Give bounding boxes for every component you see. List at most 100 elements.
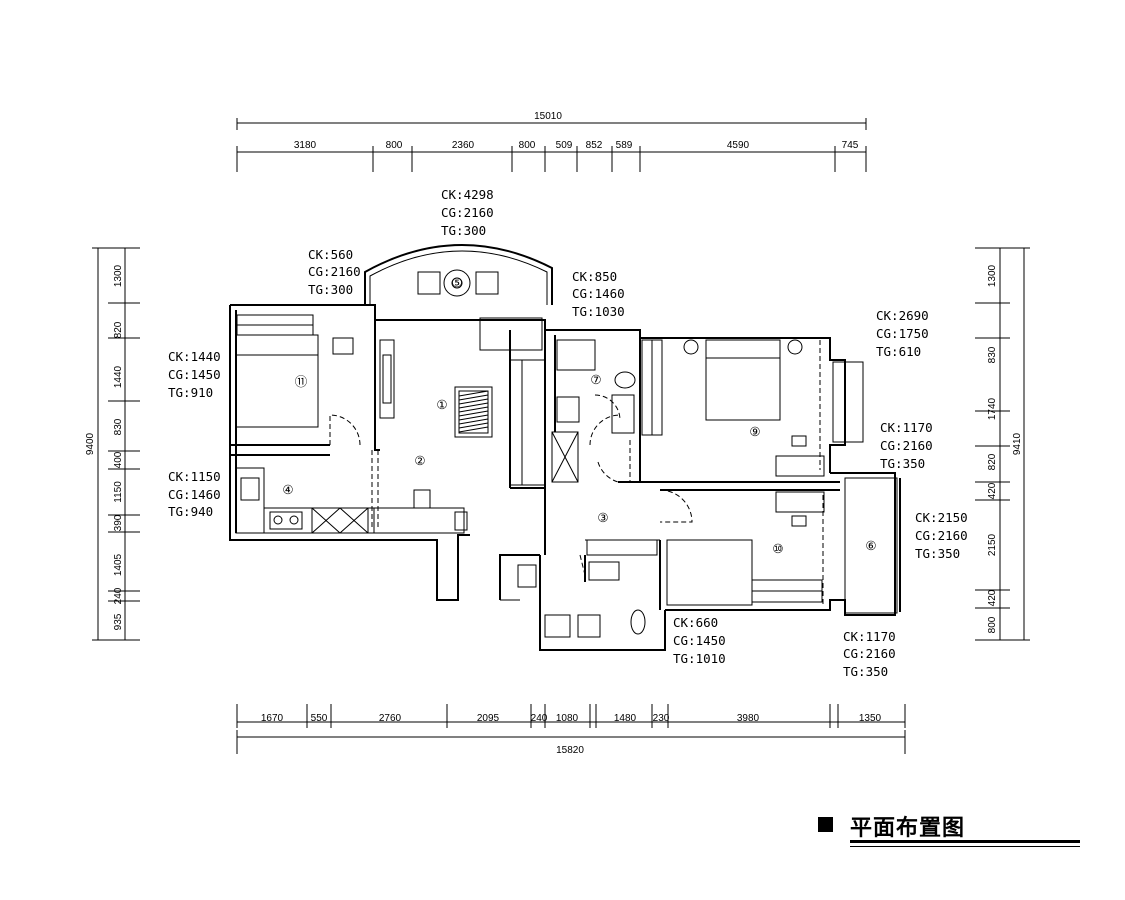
hatch-line [458, 426, 489, 433]
window-height: CG:2160 [308, 264, 361, 279]
left-dim: 390 [113, 514, 124, 531]
window-width: CK:1170 [843, 629, 896, 644]
top-dim: 800 [519, 140, 536, 151]
window-height: CG:1750 [876, 326, 929, 341]
bay-windows-right [832, 361, 898, 614]
window-sill: TG:1010 [673, 651, 726, 666]
bed-room-10 [666, 539, 823, 606]
bottom-dimension-lines [236, 704, 906, 754]
hatch-line [458, 422, 489, 429]
room-number: ⑪ [295, 374, 308, 389]
left-dim: 830 [113, 418, 124, 435]
desks-right [775, 435, 825, 527]
hatch-line [458, 414, 489, 421]
door-swings [329, 394, 693, 523]
bottom-dim: 3980 [737, 713, 760, 724]
coffee-table [454, 386, 493, 438]
top-dim: 2360 [452, 140, 475, 151]
room-number: ⑩ [772, 541, 783, 556]
window-annotation: CK:2150 CG:2160 TG:350 [915, 510, 968, 561]
hatch-line [458, 418, 489, 425]
window-width: CK:2690 [876, 308, 929, 323]
bathroom-top-fixtures [551, 339, 636, 483]
right-dim: 830 [987, 346, 998, 363]
right-total-dimension: 9410 [1012, 432, 1023, 455]
window-annotation: CK:2690 CG:1750 TG:610 [876, 308, 929, 359]
window-annotation: CK:4298 CG:2160 TG:300 [441, 187, 494, 238]
window-height: CG:2160 [843, 646, 896, 661]
title-square-icon [818, 817, 833, 832]
left-dim: 1150 [113, 481, 124, 503]
room-number: ① [436, 397, 447, 412]
hatch-line [458, 410, 489, 417]
top-dim: 800 [386, 140, 403, 151]
window-sill: TG:300 [441, 223, 486, 238]
room-number: ③ [597, 510, 608, 525]
window-sill: TG:610 [876, 344, 921, 359]
window-annotation: CK:560 CG:2160 TG:300 [308, 247, 361, 297]
window-width: CK:1150 [168, 469, 221, 484]
right-dim: 1740 [987, 397, 998, 420]
top-dim: 852 [586, 140, 603, 151]
bottom-dim: 1670 [261, 713, 284, 724]
bathroom-bottom-fixtures [517, 539, 658, 638]
top-dim: 4590 [727, 140, 750, 151]
window-height: CG:2160 [441, 205, 494, 220]
bed-master [683, 339, 803, 421]
window-height: CG:1460 [572, 286, 625, 301]
hatch-line [458, 394, 489, 401]
left-dim: 400 [113, 451, 124, 468]
right-dim: 420 [987, 482, 998, 499]
window-height: CG:1460 [168, 487, 221, 502]
right-dimension-lines [975, 247, 1030, 641]
title-underline-thin [850, 846, 1080, 847]
top-dim: 3180 [294, 140, 317, 151]
hatch-line [458, 402, 489, 409]
window-annotation: CK:1170 CG:2160 TG:350 [843, 629, 896, 679]
top-dim: 509 [556, 140, 573, 151]
right-dim: 820 [987, 453, 998, 470]
armchairs [417, 269, 499, 297]
window-width: CK:850 [572, 269, 617, 284]
bottom-dim: 1350 [859, 713, 882, 724]
window-sill: TG:350 [843, 664, 888, 679]
left-segment-dimensions: 1300 820 1440 830 400 1150 390 1405 240 … [113, 264, 124, 630]
top-dim: 745 [842, 140, 859, 151]
window-sill: TG:940 [168, 504, 213, 519]
bottom-dim: 1480 [614, 713, 637, 724]
window-sill: TG:350 [915, 546, 960, 561]
bottom-dim: 230 [653, 713, 670, 724]
window-sill: TG:350 [880, 456, 925, 471]
right-dim: 2150 [987, 533, 998, 556]
right-dim: 1300 [987, 264, 998, 287]
window-width: CK:1440 [168, 349, 221, 364]
window-annotation: CK:1440 CG:1450 TG:910 [168, 349, 221, 400]
bottom-dim: 550 [311, 713, 328, 724]
wardrobe-left-bedroom [236, 314, 314, 336]
hidden-lines [371, 319, 824, 605]
room-number: ② [414, 453, 425, 468]
exterior-walls [229, 243, 901, 651]
room-number: ⑨ [749, 424, 760, 439]
left-dim: 1405 [113, 553, 124, 576]
left-dim: 935 [113, 613, 124, 630]
left-dimension-lines [92, 247, 140, 641]
title-underline [850, 840, 1080, 843]
left-total-dimension: 9400 [85, 432, 96, 455]
room-number: ⑥ [865, 538, 876, 553]
window-sill: TG:1030 [572, 304, 625, 319]
left-dim: 820 [113, 321, 124, 338]
right-dim: 420 [987, 589, 998, 606]
bottom-dim: 2095 [477, 713, 500, 724]
window-width: CK:1170 [880, 420, 933, 435]
bottom-dim: 2760 [379, 713, 402, 724]
hatch-line [458, 398, 489, 405]
right-dim: 800 [987, 616, 998, 633]
bottom-total-dimension: 15820 [556, 745, 584, 756]
window-annotation: CK:850 CG:1460 TG:1030 [572, 269, 625, 319]
bottom-segment-dimensions: 1670 550 2760 2095 240 1080 1480 230 398… [261, 713, 882, 724]
kitchen-counter [235, 467, 468, 534]
right-segment-dimensions: 1300 830 1740 820 420 2150 420 800 [987, 264, 998, 633]
window-width: CK:2150 [915, 510, 968, 525]
